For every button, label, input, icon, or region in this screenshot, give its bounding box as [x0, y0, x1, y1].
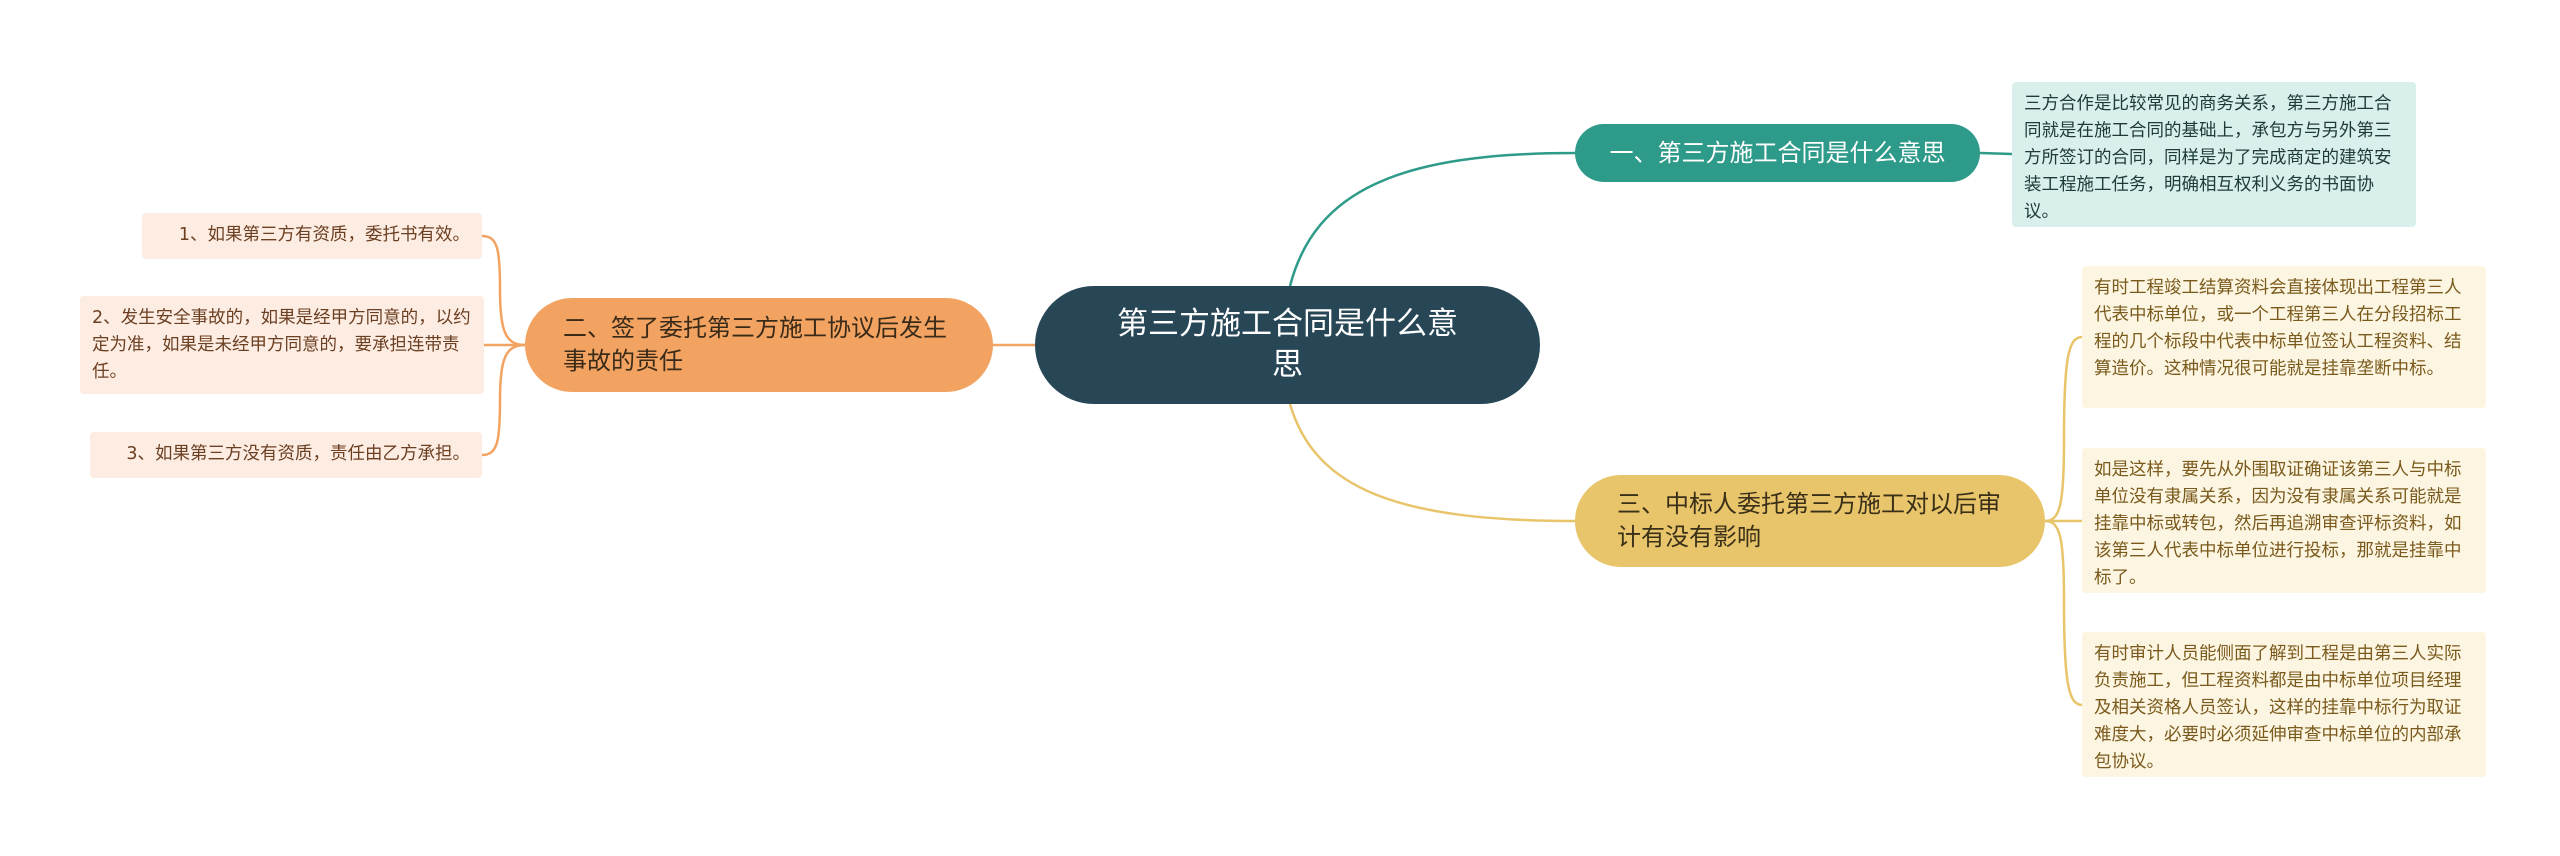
branch-node-1-label: 一、第三方施工合同是什么意思: [1609, 138, 1946, 167]
leaf-node-3-2-text: 如是这样，要先从外围取证确证该第三人与中标单位没有隶属关系，因为没有隶属关系可能…: [2094, 460, 2462, 588]
leaf-node-2-3[interactable]: 3、如果第三方没有资质，责任由乙方承担。: [90, 432, 482, 478]
connector-branch3-leaf1: [2044, 335, 2083, 523]
leaf-node-2-2-text: 2、发生安全事故的，如果是经甲方同意的，以约定为准，如果是未经甲方同意的，要承担…: [92, 308, 471, 382]
leaf-node-2-2[interactable]: 2、发生安全事故的，如果是经甲方同意的，以约定为准，如果是未经甲方同意的，要承担…: [80, 296, 484, 394]
connector-branch2-leaf1: [481, 234, 526, 347]
connector-branch1-leaf: [1979, 151, 2013, 156]
leaf-node-3-3[interactable]: 有时审计人员能侧面了解到工程是由第三人实际负责施工，但工程资料都是由中标单位项目…: [2082, 632, 2486, 777]
connector-branch2-leaf3: [481, 343, 526, 457]
leaf-node-2-3-text: 3、如果第三方没有资质，责任由乙方承担。: [126, 444, 470, 464]
connector-branch3-leaf3: [2044, 519, 2083, 707]
central-topic[interactable]: 第三方施工合同是什么意思: [1035, 286, 1540, 404]
branch-node-3[interactable]: 三、中标人委托第三方施工对以后审计有没有影响: [1575, 475, 2045, 567]
leaf-node-1-1[interactable]: 三方合作是比较常见的商务关系，第三方施工合同就是在施工合同的基础上，承包方与另外…: [2012, 82, 2416, 227]
branch-node-1[interactable]: 一、第三方施工合同是什么意思: [1575, 124, 1980, 182]
leaf-node-2-1-text: 1、如果第三方有资质，委托书有效。: [178, 225, 470, 245]
connector-central-branch3: [1288, 403, 1576, 523]
leaf-node-3-3-text: 有时审计人员能侧面了解到工程是由第三人实际负责施工，但工程资料都是由中标单位项目…: [2094, 644, 2462, 772]
leaf-node-3-1[interactable]: 有时工程竣工结算资料会直接体现出工程第三人代表中标单位，或一个工程第三人在分段招…: [2082, 266, 2486, 408]
branch-node-2[interactable]: 二、签了委托第三方施工协议后发生事故的责任: [525, 298, 993, 392]
connector-central-branch1: [1288, 151, 1576, 287]
branch-node-2-label: 二、签了委托第三方施工协议后发生事故的责任: [563, 314, 947, 375]
leaf-node-2-1[interactable]: 1、如果第三方有资质，委托书有效。: [142, 213, 482, 259]
leaf-node-3-1-text: 有时工程竣工结算资料会直接体现出工程第三人代表中标单位，或一个工程第三人在分段招…: [2094, 278, 2462, 379]
leaf-node-1-1-text: 三方合作是比较常见的商务关系，第三方施工合同就是在施工合同的基础上，承包方与另外…: [2024, 94, 2392, 222]
leaf-node-3-2[interactable]: 如是这样，要先从外围取证确证该第三人与中标单位没有隶属关系，因为没有隶属关系可能…: [2082, 448, 2486, 593]
central-topic-text: 第三方施工合同是什么意思: [1117, 306, 1458, 383]
branch-node-3-label: 三、中标人委托第三方施工对以后审计有没有影响: [1617, 490, 2001, 551]
